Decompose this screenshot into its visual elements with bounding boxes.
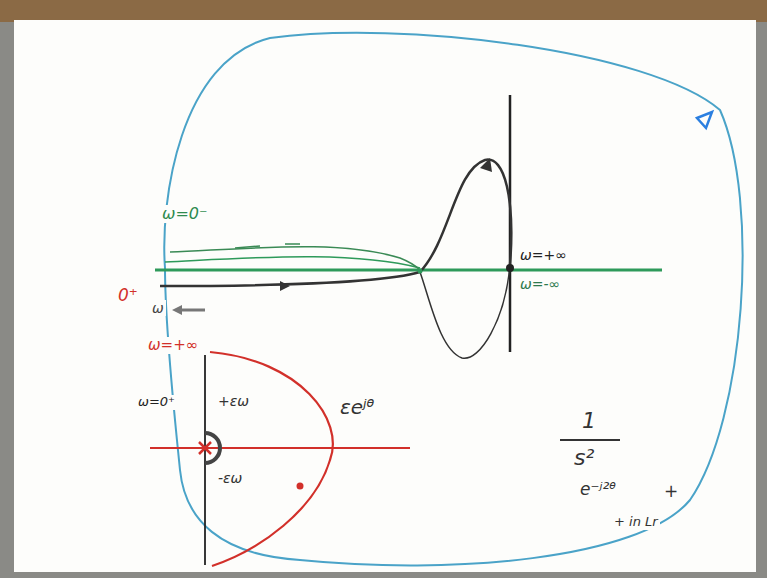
d-contour: [210, 352, 333, 566]
s-real-axis: [150, 447, 410, 449]
epsilon-label: εeʲᶿ: [338, 396, 377, 419]
green-path: [165, 257, 420, 268]
indent-arc: [205, 433, 220, 463]
phase-label: e⁻ʲ²ᶿ: [578, 480, 618, 500]
frequency-label: ω=+∞: [146, 337, 200, 354]
whiteboard: [14, 20, 756, 572]
epsilon-label: +εω: [216, 393, 251, 409]
point-dot: [506, 264, 514, 272]
arrow-head: [280, 281, 290, 291]
pole-mark: [199, 442, 211, 454]
fraction-denominator: s²: [572, 445, 596, 470]
nyquist-loop: [160, 160, 511, 286]
frequency-label: ω=+∞: [518, 247, 569, 263]
marker-triangle: [697, 112, 712, 128]
point-dot: [297, 483, 304, 490]
board-frame: [0, 0, 767, 22]
green-path: [235, 244, 300, 248]
arrow-head: [172, 305, 182, 315]
green-path: [170, 247, 420, 270]
nyquist-loop: [420, 265, 510, 358]
fraction-numerator: 1: [580, 408, 598, 433]
frequency-label: ω=0⁺: [136, 395, 177, 410]
frequency-label: 0⁺: [116, 286, 140, 306]
note-label: +: [662, 482, 680, 502]
contour-curve: [164, 33, 742, 566]
real-axis: [155, 269, 662, 272]
frequency-label: ω: [150, 300, 166, 316]
note-label: + in Lr: [612, 515, 660, 530]
epsilon-label: -εω: [216, 470, 244, 486]
point-dot: [418, 269, 423, 274]
s-imag-axis: [204, 355, 206, 565]
frequency-label: ω=0⁻: [160, 205, 209, 223]
frequency-label: ω=-∞: [518, 276, 562, 292]
fraction-bar: [560, 439, 620, 441]
arrow-head: [480, 158, 492, 172]
